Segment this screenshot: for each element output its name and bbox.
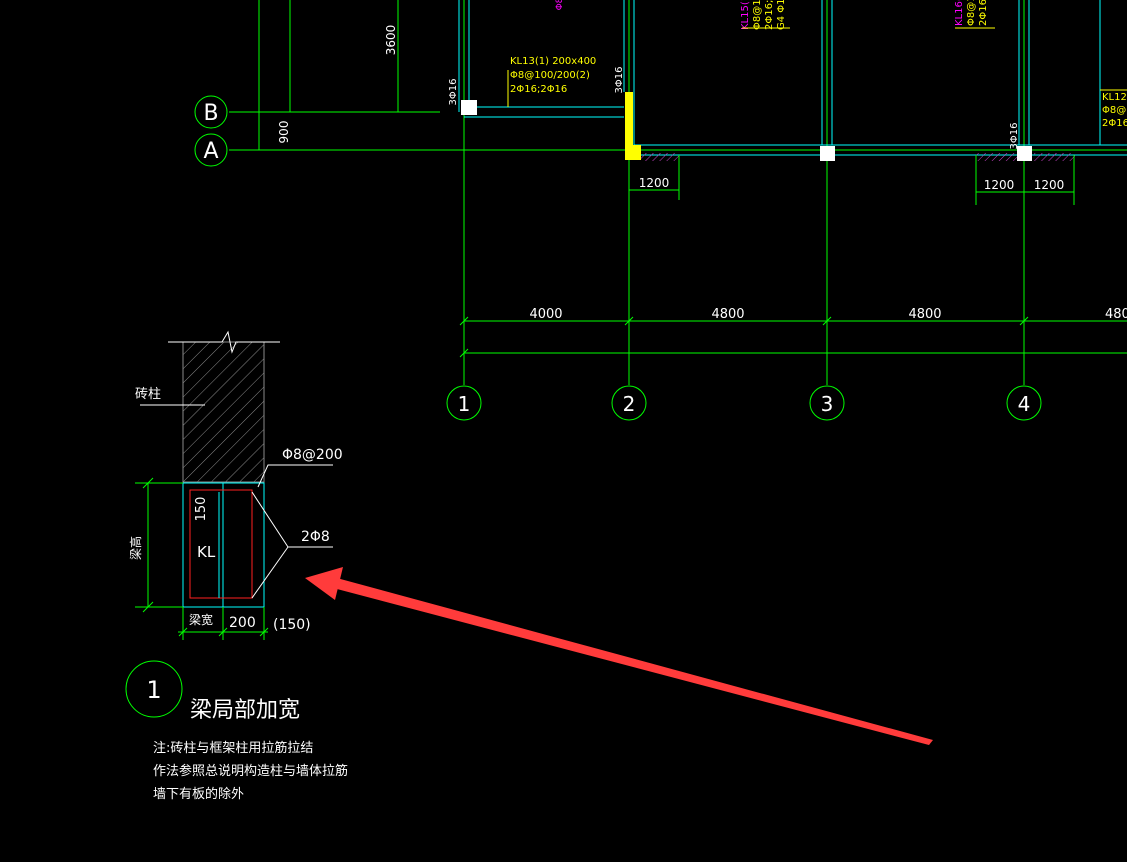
stirrup (189, 489, 253, 599)
wall-hatch-right-a (976, 153, 1019, 161)
kl15-line4: G4 Φ12 (776, 0, 787, 30)
rebar-label: 2Φ8 (301, 529, 330, 545)
annotation-arrow[interactable] (305, 567, 933, 745)
column-mark-1: 3Φ16 (448, 79, 459, 106)
axis-label-4: 4 (1018, 392, 1031, 416)
col-axis-bubbles (446, 385, 1042, 421)
kl15-line3: 2Φ16;2 (764, 0, 775, 30)
column-a3 (820, 146, 835, 161)
axis-bubble-1[interactable] (446, 385, 482, 421)
opening-dim-left: 1200 (639, 176, 670, 190)
detail-title: 梁局部加宽 (190, 698, 300, 723)
dim-900: 900 (277, 121, 291, 144)
note-line-1: 注:砖柱与框架柱用拉筋拉结 (153, 740, 313, 756)
arrow-shaft (318, 574, 933, 745)
span-dim-3: 4800 (908, 307, 941, 322)
axis-label-b: B (203, 101, 218, 126)
kl12-line3: 2Φ16 (1102, 118, 1127, 129)
cover-dim: 150 (194, 497, 209, 522)
opening-dim-right-a: 1200 (984, 178, 1015, 192)
column-mark-4: 3Φ16 (1009, 123, 1020, 150)
kl13-line1: KL13(1) 200x400 (510, 56, 596, 67)
column-mark-2: 3Φ16 (614, 67, 625, 94)
opening-dim-right-b: 1200 (1034, 178, 1065, 192)
span-dim-2: 4800 (711, 307, 744, 322)
dim-3600: 3600 (384, 25, 398, 56)
kl15-line1: KL15(1 (740, 0, 751, 30)
stirrup-leader (257, 464, 333, 488)
kl12-line1: KL12( (1102, 92, 1127, 103)
axis-label-3: 3 (821, 392, 834, 416)
beam-mark: KL (197, 543, 216, 561)
axis-bubble-a[interactable] (194, 133, 228, 167)
span-dim-4: 480 (1105, 307, 1127, 322)
axis-label-2: 2 (623, 392, 636, 416)
beam-tag-kl13[interactable]: KL13(1) 200x400 Φ8@100/200(2) 2Φ16;2Φ16 (507, 56, 596, 107)
detail-section[interactable]: 砖柱 Φ8@200 2Φ8 150 KL 梁高 梁宽 200 (150) 1 梁… (125, 330, 348, 802)
axis-label-a: A (203, 139, 218, 164)
axis-bubble-2[interactable] (611, 385, 647, 421)
column-a4 (1017, 146, 1032, 161)
beam-tag-top-partial: Φ8 (555, 0, 565, 10)
wall-hatch-right-b (1034, 153, 1075, 161)
axis-bubble-b[interactable] (194, 95, 228, 129)
plan-beams (458, 0, 1127, 156)
column-a1 (461, 100, 477, 115)
break-line (168, 330, 280, 354)
kl13-line2: Φ8@100/200(2) (510, 70, 590, 81)
detail-bubble[interactable] (125, 660, 183, 718)
kl16-line1: KL16(6 (954, 0, 965, 26)
kl16-line2: Φ8@1 (966, 0, 977, 26)
detail-number: 1 (146, 676, 161, 704)
kl15-line2: Φ8@1( (752, 0, 763, 30)
stirrup-label: Φ8@200 (282, 447, 343, 463)
kl13-line3: 2Φ16;2Φ16 (510, 84, 567, 95)
axis-bubble-3[interactable] (809, 385, 845, 421)
beam-height-label: 梁高 (128, 536, 143, 560)
beam-tag-kl16[interactable]: KL16(6 Φ8@1 2Φ16 (954, 0, 995, 29)
beam-width-label: 梁宽 (189, 612, 213, 627)
axis-label-1: 1 (458, 392, 471, 416)
widen-alt: (150) (273, 617, 311, 633)
note-line-2: 作法参照总说明构造柱与墙体拉筋 (153, 763, 348, 779)
brick-column-hatch (182, 341, 265, 483)
note-line-3: 墙下有板的除外 (153, 786, 244, 802)
plan-grid (229, 0, 1127, 385)
kl16-line3: 2Φ16 (978, 0, 989, 26)
column-a2-l (625, 92, 633, 160)
row-axis-bubbles (194, 95, 228, 167)
axis-bubble-4[interactable] (1006, 385, 1042, 421)
span-dim-1: 4000 (529, 307, 562, 322)
brick-column-label: 砖柱 (135, 387, 161, 402)
widen-dim: 200 (229, 615, 256, 631)
beam-tag-kl15[interactable]: KL15(1 Φ8@1( 2Φ16;2 G4 Φ12 (740, 0, 790, 30)
wall-hatch-left (640, 153, 679, 161)
kl12-line2: Φ8@1 (1102, 105, 1127, 116)
plan-columns (461, 92, 1032, 161)
arrow-head (305, 567, 343, 600)
beam-tag-kl12[interactable]: KL12( Φ8@1 2Φ16 (1100, 89, 1127, 129)
plan-openings (628, 153, 1075, 205)
